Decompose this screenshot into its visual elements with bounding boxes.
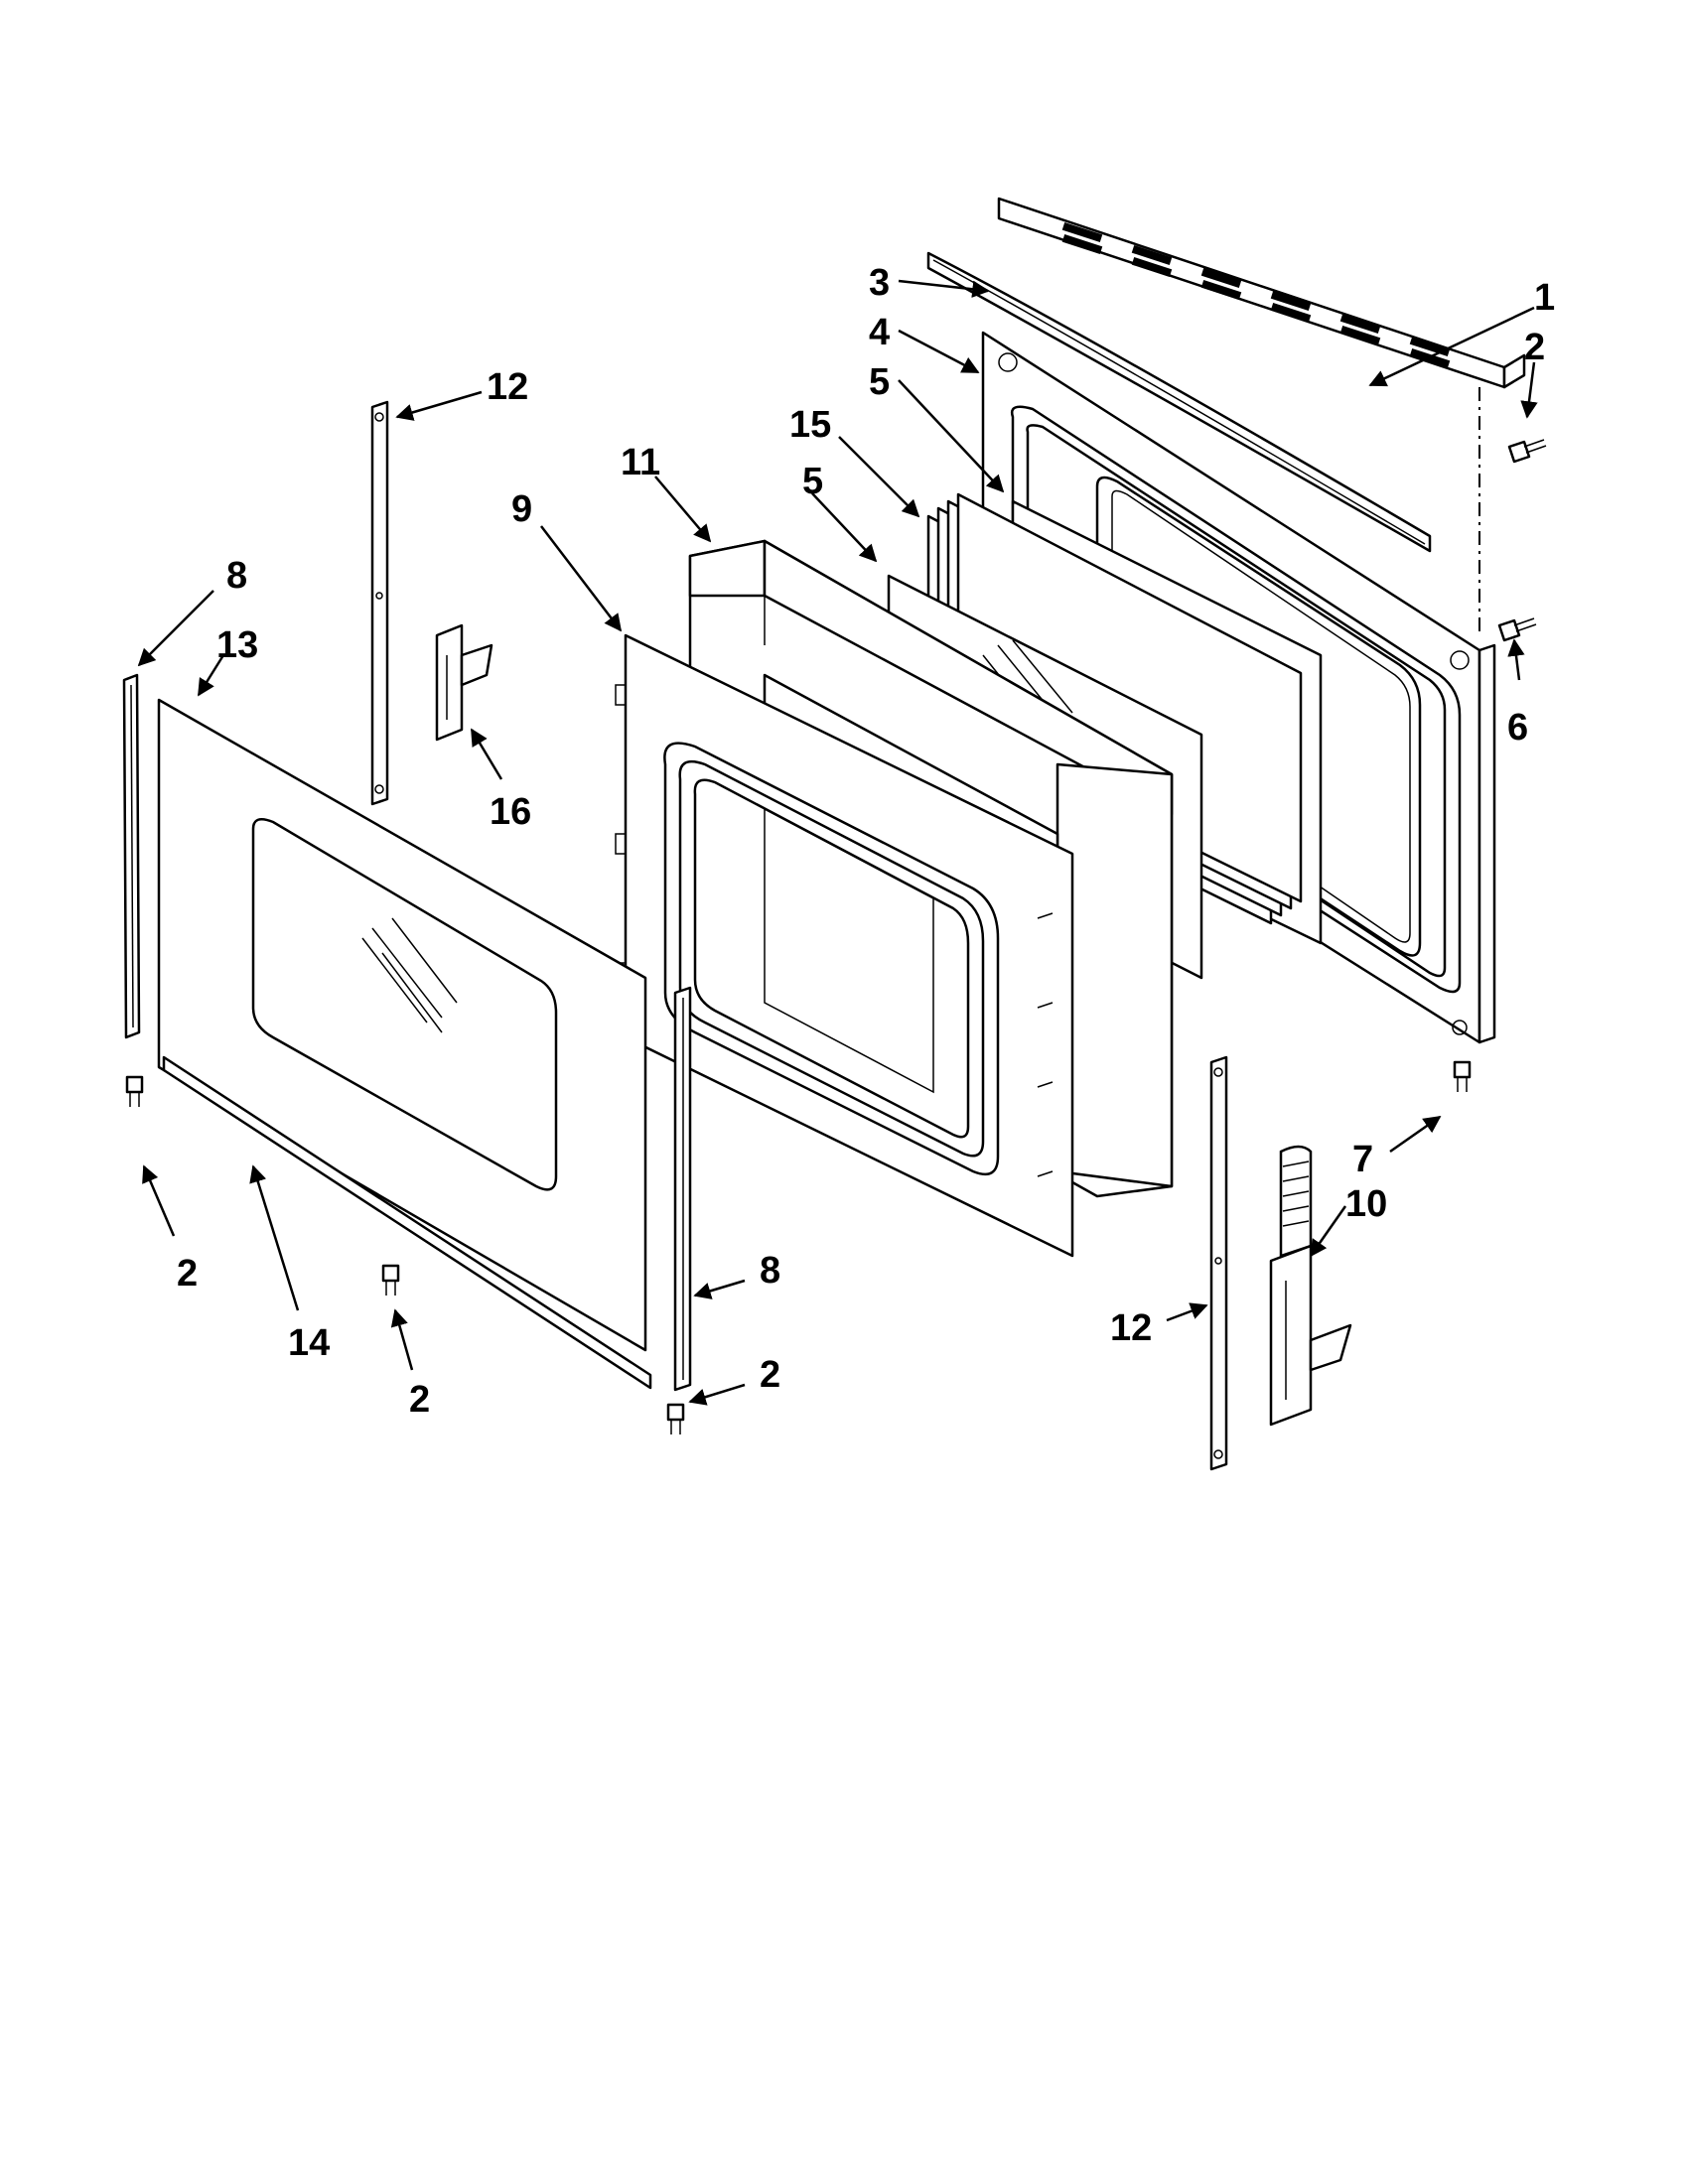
- screw-right-6: [1497, 617, 1537, 642]
- callout-2: 2: [177, 1253, 198, 1295]
- callout-12: 12: [1110, 1307, 1152, 1349]
- callout-labels: 1 2 3 4 5 15 5 11 12 9 8 13 16 6 7 10 12…: [177, 262, 1555, 1421]
- callout-4: 4: [869, 312, 890, 353]
- callout-8: 8: [760, 1250, 780, 1292]
- callout-2: 2: [1524, 327, 1545, 368]
- screw-right-trim-bottom: [666, 1403, 685, 1434]
- hinge-lower-part: [1269, 1145, 1352, 1427]
- leader-lines: [137, 279, 1538, 1406]
- callout-3: 3: [869, 262, 890, 304]
- side-trim-right-part: [673, 986, 692, 1392]
- outer-door-part: [157, 698, 647, 1352]
- screw-right-7: [1453, 1060, 1472, 1092]
- callout-7: 7: [1352, 1139, 1373, 1180]
- bottom-trim-part: [162, 1055, 652, 1390]
- callout-6: 6: [1507, 707, 1528, 749]
- callout-8: 8: [226, 555, 247, 597]
- callout-13: 13: [216, 624, 258, 666]
- callout-5: 5: [802, 461, 823, 502]
- callout-15: 15: [789, 404, 831, 446]
- side-trim-left-part: [122, 673, 141, 1039]
- callout-2: 2: [760, 1354, 780, 1396]
- callout-10: 10: [1345, 1183, 1387, 1225]
- hinge-receptacle-upper-part: [370, 400, 389, 806]
- callout-2: 2: [409, 1379, 430, 1421]
- callout-11: 11: [621, 442, 660, 483]
- callout-12: 12: [487, 366, 528, 408]
- callout-9: 9: [511, 488, 532, 530]
- callout-16: 16: [490, 791, 531, 833]
- hinge-upper-part: [435, 623, 493, 742]
- callout-5: 5: [869, 361, 890, 403]
- callout-1: 1: [1534, 277, 1555, 319]
- screw-left-bottom: [125, 1075, 144, 1107]
- screw-center-bottom: [381, 1264, 400, 1296]
- callout-14: 14: [288, 1322, 330, 1364]
- screw-top-right: [1507, 439, 1547, 464]
- vent-trim-part: [997, 197, 1526, 389]
- hinge-receptacle-lower-part: [1209, 1055, 1228, 1471]
